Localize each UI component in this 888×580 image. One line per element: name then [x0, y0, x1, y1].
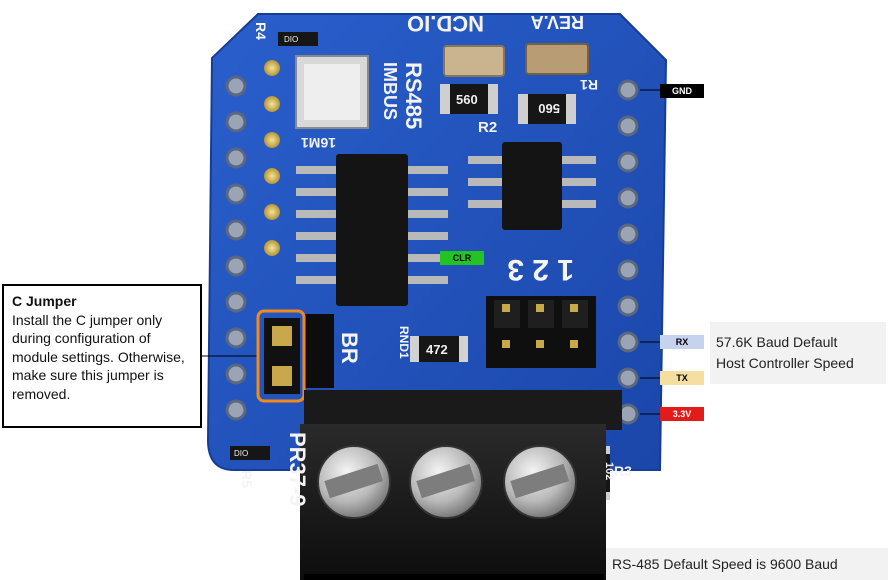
left-header-pins: [225, 75, 247, 421]
resistor-small-top: [278, 32, 318, 46]
gold-pads: [264, 60, 280, 256]
pin-label-clr: CLR: [440, 251, 484, 265]
silk-r5: R5: [239, 470, 255, 488]
silk-ncd: NCD.IO: [407, 11, 484, 36]
capacitor-right: [525, 43, 589, 75]
c-jumper-highlight: [256, 309, 306, 403]
callout-body: Install the C jumper only during configu…: [12, 311, 185, 402]
diode-code-bottom: DIO: [234, 449, 248, 458]
pin-label-gnd: GND: [660, 84, 704, 98]
silk-16m1: 16M1: [301, 135, 336, 151]
resistor-small-bottom: [230, 446, 270, 460]
silk-r3: R3: [614, 463, 632, 479]
baud-note: 57.6K Baud Default Host Controller Speed: [710, 322, 886, 384]
small-ic: [468, 142, 596, 230]
silk-br: BR: [337, 332, 362, 364]
silk-rs485: RS485: [401, 62, 426, 129]
silk-imbus: IMBUS: [380, 62, 400, 120]
diode-code-top: DIO: [284, 35, 298, 44]
silk-pr37: PR37-9: [285, 432, 310, 507]
c-jumper-header: [264, 314, 334, 394]
resistor-r2-value: 560: [456, 92, 478, 107]
c-jumper-callout: C Jumper Install the C jumper only durin…: [2, 284, 202, 428]
silk-123: 1 2 3: [507, 253, 574, 286]
pin-label-3v3: 3.3V: [660, 407, 704, 421]
capacitor-left: [443, 45, 505, 77]
baud-note-line1: 57.6K Baud Default: [716, 334, 838, 350]
pin-label-tx: TX: [660, 371, 704, 385]
rs485-speed-note: RS-485 Default Speed is 9600 Baud: [606, 548, 888, 580]
baud-note-line2: Host Controller Speed: [716, 355, 854, 371]
resistor-r1-value: 560: [538, 101, 560, 116]
silk-r1: R1: [580, 77, 598, 93]
silk-rnd1: RND1: [397, 326, 411, 359]
resistor-rnd1-value: 472: [426, 342, 448, 357]
config-header: [486, 296, 596, 368]
pin-label-rx: RX: [660, 335, 704, 349]
resistor-r3-value: 102: [603, 462, 615, 480]
silk-rev: REV.A: [531, 12, 584, 32]
right-header-pins: [617, 79, 639, 425]
callout-title: C Jumper: [12, 293, 77, 309]
rs485-transceiver-ic: [296, 154, 448, 306]
terminal-block: [300, 390, 622, 580]
silk-r4: R4: [253, 22, 269, 40]
silk-r2: R2: [478, 119, 497, 136]
resistor-rnd1: [410, 336, 468, 362]
